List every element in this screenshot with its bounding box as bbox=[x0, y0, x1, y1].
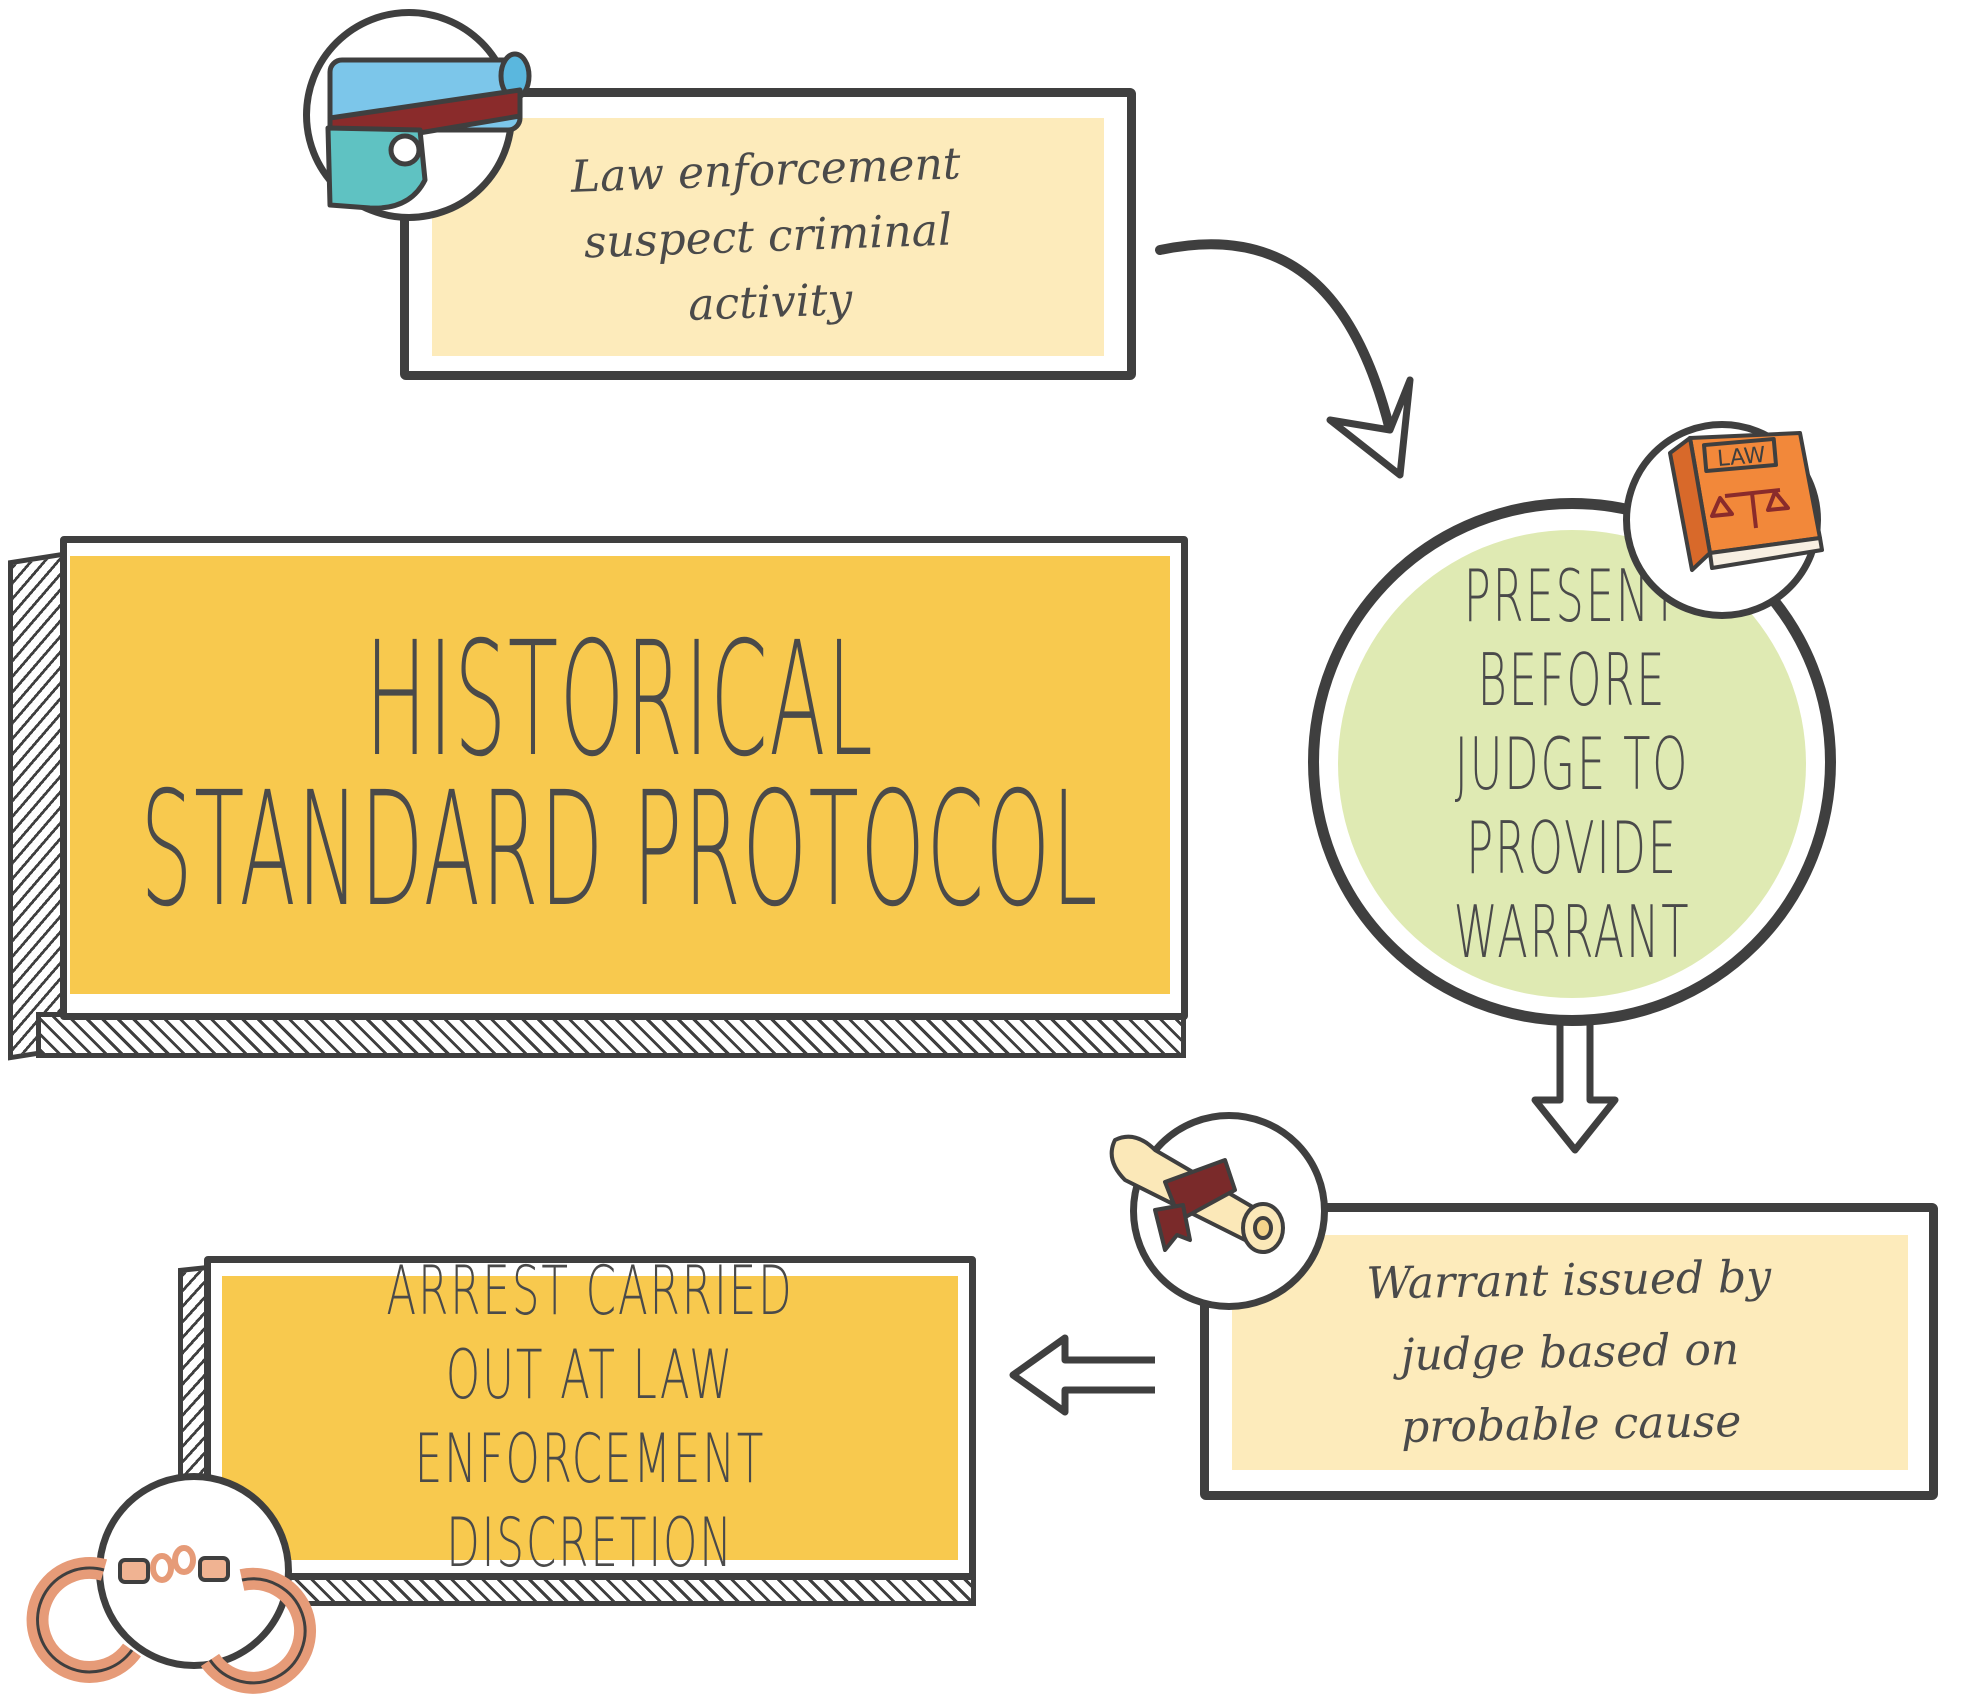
title-line-1: HISTORICAL bbox=[365, 608, 875, 792]
title-line-2: STANDARD PROTOCOL bbox=[140, 758, 1100, 942]
title-box-fill: HISTORICAL STANDARD PROTOCOL bbox=[70, 556, 1170, 994]
flow-arrow-1 bbox=[1155, 239, 1414, 479]
scroll-icon bbox=[1109, 1134, 1285, 1254]
law-book-icon: LAW bbox=[1668, 431, 1824, 572]
arrest-text: ARREST CARRIED OUT AT LAW ENFORCEMENT DI… bbox=[386, 1252, 794, 1583]
gun-icon bbox=[325, 51, 532, 211]
flow-arrow-2 bbox=[1531, 1025, 1619, 1154]
law-book-label: LAW bbox=[1716, 443, 1767, 472]
suspect-box-fill: Law enforcement suspect criminal activit… bbox=[432, 118, 1104, 356]
handcuffs-icon bbox=[26, 1545, 316, 1694]
warrant-box-fill: Warrant issued by judge based on probabl… bbox=[1232, 1235, 1908, 1470]
suspect-text: Law enforcement suspect criminal activit… bbox=[570, 138, 962, 331]
warrant-text: Warrant issued by judge based on probabl… bbox=[1365, 1250, 1772, 1453]
judge-text: PRESENT BEFORE JUDGE TO PROVIDE WARRANT bbox=[1453, 554, 1691, 974]
arrest-box-fill: ARREST CARRIED OUT AT LAW ENFORCEMENT DI… bbox=[222, 1252, 958, 1583]
flow-arrow-3 bbox=[1009, 1334, 1155, 1416]
